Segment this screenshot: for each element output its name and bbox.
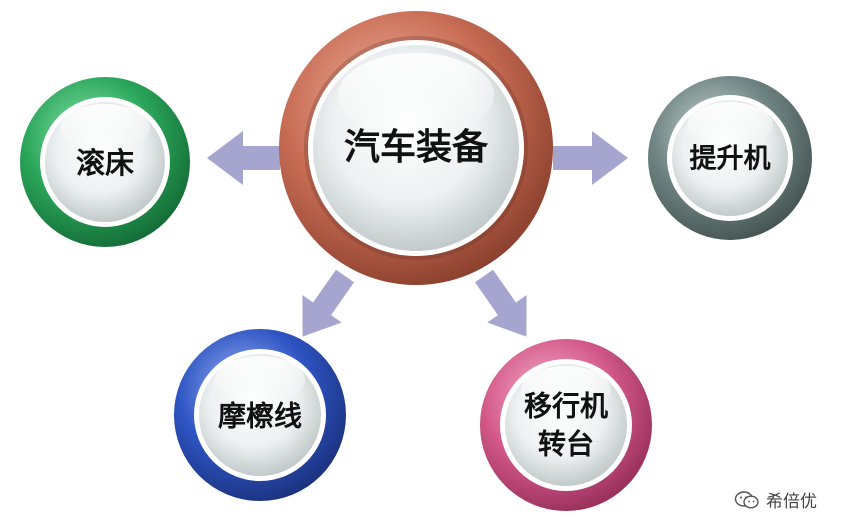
node-label-tishengji: 提升机 [690,144,771,175]
node-yixingji: 移行机 转台 [480,339,652,511]
node-label-gunchuang: 滚床 [76,146,134,180]
watermark-text: 希倍优 [766,492,817,512]
wechat-icon [734,490,759,509]
node-label-yixingji-line2: 转台 [538,428,594,461]
center-label: 汽车装备 [344,126,489,168]
node-label-mocaxian: 摩檫线 [218,400,302,433]
arrow-to-mocaxian [302,269,355,337]
arrow-to-yixingji [474,269,527,337]
node-mocaxian: 摩檫线 [174,329,346,501]
arrow-to-tishengji [553,131,628,185]
center-node: 汽车装备 [279,11,553,285]
arrow-to-gunchuang [207,131,280,185]
watermark: 希倍优 [734,487,817,512]
node-tishengji: 提升机 [648,76,812,240]
node-gunchuang: 滚床 [20,77,190,247]
node-label-yixingji-line1: 移行机 [524,390,608,423]
